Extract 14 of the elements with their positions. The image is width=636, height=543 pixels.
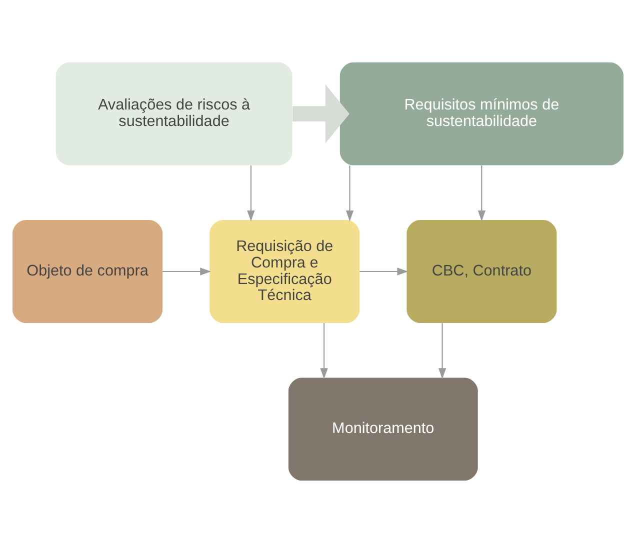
arrow (162, 268, 212, 276)
arrow (360, 268, 408, 276)
node-box: Requisitos mínimos de sustentabilidade (340, 62, 624, 166)
node-box: Avaliações de riscos à sustentabilidade (56, 62, 292, 166)
node-box: CBC, Contrato (406, 220, 557, 323)
arrow (346, 165, 354, 222)
arrow (292, 84, 350, 144)
arrow (438, 323, 446, 380)
arrow (478, 165, 486, 222)
node-box: Monitoramento (288, 378, 478, 481)
node-box: Objeto de compra (12, 220, 163, 323)
arrow (320, 323, 328, 380)
arrow (247, 165, 255, 222)
node-box: Requisição de Compra e Especificação Técnica (210, 220, 360, 323)
